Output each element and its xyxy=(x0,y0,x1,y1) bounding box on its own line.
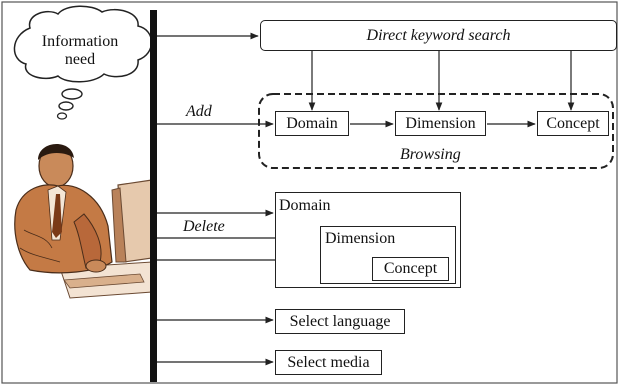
direct-keyword-search-box: Direct keyword search xyxy=(260,20,617,51)
browsing-group-border xyxy=(258,93,614,169)
information-need-line1: Information xyxy=(41,33,119,50)
browsing-label: Browsing xyxy=(400,146,461,163)
browsing-domain-box: Domain xyxy=(275,111,349,136)
thought-cloud-icon xyxy=(13,5,153,120)
nested-domain-label: Domain xyxy=(279,197,331,214)
nested-concept-box: Concept xyxy=(372,257,449,281)
browsing-concept-box: Concept xyxy=(537,111,609,136)
browsing-dimension-box: Dimension xyxy=(395,111,486,136)
select-language-box: Select language xyxy=(275,309,405,334)
add-label: Add xyxy=(186,103,212,120)
information-need-label: Information need xyxy=(40,33,120,69)
information-need-line2: need xyxy=(64,51,96,68)
user-at-computer-icon xyxy=(14,143,153,299)
nested-dimension-label: Dimension xyxy=(325,230,396,247)
delete-label: Delete xyxy=(183,218,225,235)
separator-bar xyxy=(150,10,157,382)
select-media-box: Select media xyxy=(275,350,382,375)
